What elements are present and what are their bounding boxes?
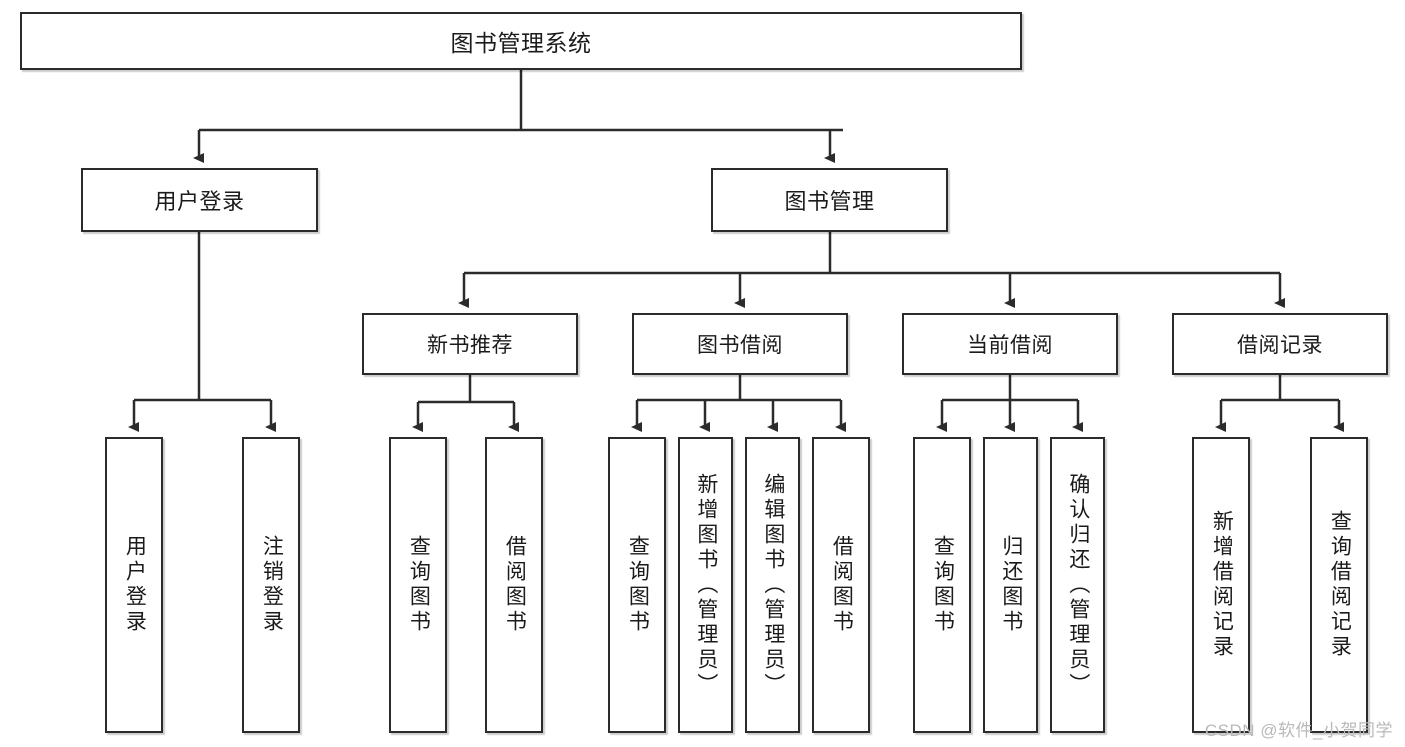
leaf-query-book-recommend[interactable]: 查询图书: [389, 437, 447, 733]
leaf-edit-book-admin[interactable]: 编辑图书（管理员）: [745, 437, 800, 733]
node-root-label: 图书管理系统: [450, 30, 592, 56]
leaf-query-book-borrow[interactable]: 查询图书: [608, 437, 666, 733]
node-borrow-record-label: 借阅记录: [1237, 334, 1323, 357]
leaf-confirm-return-admin[interactable]: 确认归还（管理员）: [1050, 437, 1105, 733]
leaf-logout-login[interactable]: 注销登录: [242, 437, 300, 733]
leaf-borrow-book-label: 借阅图书: [830, 535, 854, 635]
node-borrow-record[interactable]: 借阅记录: [1172, 313, 1388, 375]
leaf-borrow-book-recommend[interactable]: 借阅图书: [485, 437, 543, 733]
leaf-confirm-return-admin-label: 确认归还（管理员）: [1066, 472, 1090, 698]
node-new-book-recommend[interactable]: 新书推荐: [362, 313, 578, 375]
leaf-query-book-current[interactable]: 查询图书: [913, 437, 971, 733]
leaf-add-book-admin[interactable]: 新增图书（管理员）: [678, 437, 733, 733]
node-current-borrow[interactable]: 当前借阅: [902, 313, 1118, 375]
leaf-logout-login-label: 注销登录: [260, 535, 284, 635]
leaf-add-borrow-record[interactable]: 新增借阅记录: [1192, 437, 1250, 733]
leaf-edit-book-admin-label: 编辑图书（管理员）: [761, 472, 785, 698]
leaf-user-login[interactable]: 用户登录: [105, 437, 163, 733]
node-book-borrow-label: 图书借阅: [697, 334, 783, 357]
leaf-user-login-label: 用户登录: [123, 535, 147, 635]
node-user-login[interactable]: 用户登录: [81, 168, 318, 232]
node-root[interactable]: 图书管理系统: [20, 12, 1022, 70]
leaf-borrow-book[interactable]: 借阅图书: [812, 437, 870, 733]
node-book-management[interactable]: 图书管理: [711, 168, 948, 232]
leaf-add-borrow-record-label: 新增借阅记录: [1210, 510, 1234, 660]
leaf-query-borrow-record-label: 查询借阅记录: [1328, 510, 1352, 660]
leaf-query-book-borrow-label: 查询图书: [626, 535, 650, 635]
node-user-login-label: 用户登录: [154, 189, 245, 214]
watermark-text: CSDN @软件_小贺同学: [1204, 721, 1393, 740]
leaf-return-book[interactable]: 归还图书: [983, 437, 1038, 733]
leaf-query-borrow-record[interactable]: 查询借阅记录: [1310, 437, 1368, 733]
node-book-management-label: 图书管理: [784, 189, 875, 214]
leaf-borrow-book-recommend-label: 借阅图书: [503, 535, 527, 635]
leaf-add-book-admin-label: 新增图书（管理员）: [694, 472, 718, 698]
node-current-borrow-label: 当前借阅: [967, 334, 1053, 357]
leaf-query-book-recommend-label: 查询图书: [407, 535, 431, 635]
node-new-book-recommend-label: 新书推荐: [427, 334, 513, 357]
leaf-return-book-label: 归还图书: [999, 535, 1023, 635]
node-book-borrow[interactable]: 图书借阅: [632, 313, 848, 375]
leaf-query-book-current-label: 查询图书: [931, 535, 955, 635]
